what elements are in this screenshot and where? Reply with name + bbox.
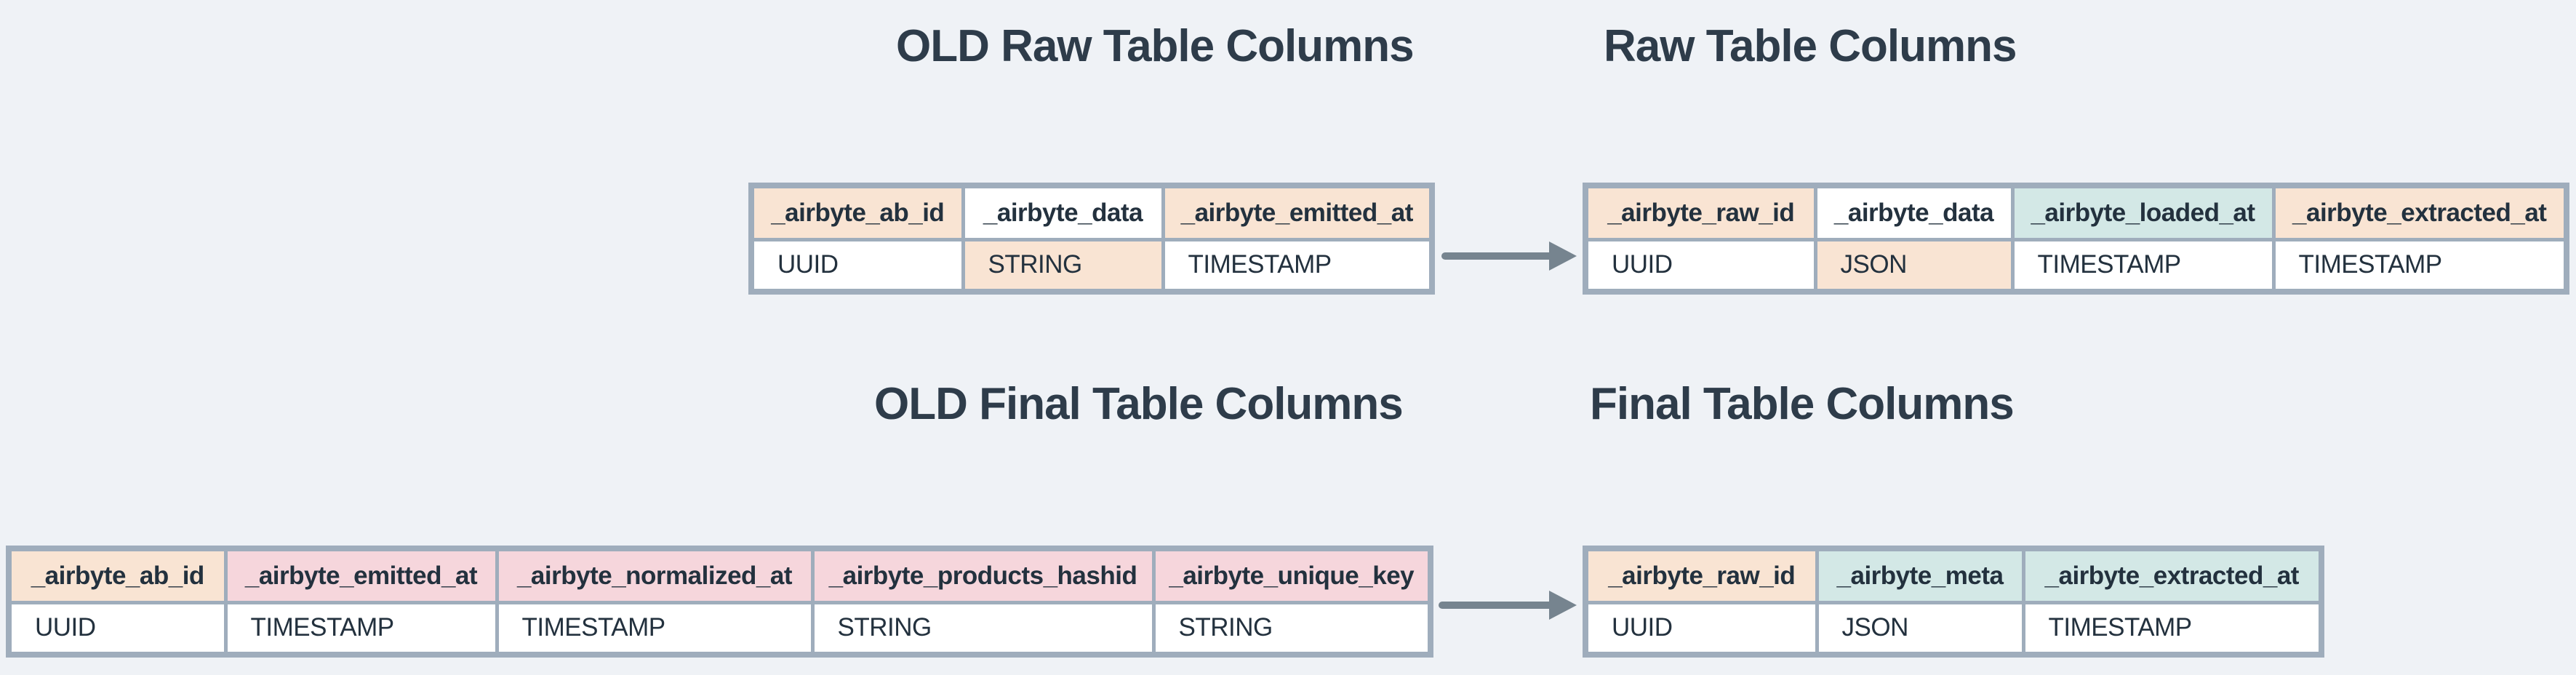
column-type-cell: TIMESTAMP — [2021, 600, 2324, 657]
raw-table: _airbyte_raw_id_airbyte_data_airbyte_loa… — [1583, 183, 2569, 295]
column-header-cell: _airbyte_unique_key — [1151, 546, 1433, 604]
old-raw-table: _airbyte_ab_id_airbyte_data_airbyte_emit… — [748, 183, 1435, 295]
column-type-cell: UUID — [1583, 237, 1817, 294]
column-header-cell: _airbyte_emitted_at — [1161, 183, 1434, 241]
column-type-cell: TIMESTAMP — [1161, 237, 1434, 294]
column-header-cell: _airbyte_emitted_at — [223, 546, 499, 604]
column-type-cell: STRING — [810, 600, 1156, 657]
raw-table-grid: _airbyte_raw_id_airbyte_data_airbyte_loa… — [1583, 183, 2569, 295]
column-header-cell: _airbyte_raw_id — [1583, 183, 1817, 241]
column-header-cell: _airbyte_raw_id — [1583, 546, 1819, 604]
column-type-cell: UUID — [1583, 600, 1819, 657]
old-final-table-grid: _airbyte_ab_id_airbyte_emitted_at_airbyt… — [6, 546, 1433, 658]
column-type-cell: JSON — [1813, 237, 2015, 294]
column-header-cell: _airbyte_extracted_at — [2021, 546, 2324, 604]
old-final-table-title: OLD Final Table Columns — [874, 379, 1404, 429]
column-header-cell: _airbyte_loaded_at — [2010, 183, 2276, 241]
column-type-cell: STRING — [961, 237, 1165, 294]
column-type-cell: UUID — [7, 600, 228, 657]
column-type-cell: UUID — [749, 237, 965, 294]
old-raw-table-title: OLD Raw Table Columns — [896, 21, 1415, 71]
column-header-cell: _airbyte_ab_id — [749, 183, 965, 241]
column-header-cell: _airbyte_ab_id — [7, 546, 228, 604]
old-final-table: _airbyte_ab_id_airbyte_emitted_at_airbyt… — [6, 546, 1433, 658]
final-table-title: Final Table Columns — [1590, 379, 2015, 429]
arrow-head — [1549, 241, 1577, 271]
arrow-shaft — [1439, 602, 1555, 609]
column-type-cell: STRING — [1151, 600, 1433, 657]
column-type-cell: TIMESTAMP — [495, 600, 815, 657]
old-raw-table-grid: _airbyte_ab_id_airbyte_data_airbyte_emit… — [748, 183, 1435, 295]
arrow-shaft — [1441, 252, 1555, 260]
raw-table-title: Raw Table Columns — [1604, 21, 2017, 71]
column-type-cell: TIMESTAMP — [2010, 237, 2276, 294]
column-header-cell: _airbyte_data — [1813, 183, 2015, 241]
final-table-grid: _airbyte_raw_id_airbyte_meta_airbyte_ext… — [1583, 546, 2324, 658]
arrow-head — [1549, 591, 1577, 620]
column-type-cell: TIMESTAMP — [223, 600, 499, 657]
column-header-cell: _airbyte_extracted_at — [2271, 183, 2569, 241]
column-header-cell: _airbyte_data — [961, 183, 1165, 241]
column-header-cell: _airbyte_normalized_at — [495, 546, 815, 604]
column-type-cell: JSON — [1815, 600, 2025, 657]
column-header-cell: _airbyte_meta — [1815, 546, 2025, 604]
final-table: _airbyte_raw_id_airbyte_meta_airbyte_ext… — [1583, 546, 2324, 658]
column-type-cell: TIMESTAMP — [2271, 237, 2569, 294]
final-migration-arrow-icon — [1439, 591, 1577, 620]
column-header-cell: _airbyte_products_hashid — [810, 546, 1156, 604]
raw-migration-arrow-icon — [1441, 241, 1577, 271]
